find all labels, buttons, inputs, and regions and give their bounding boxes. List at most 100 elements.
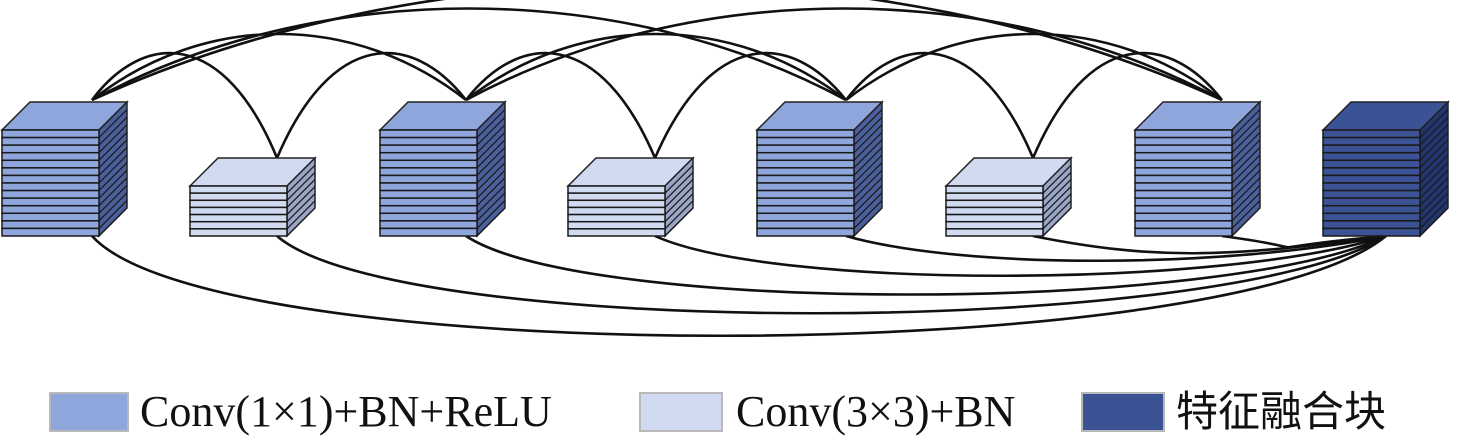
connection-top-arc <box>275 51 468 159</box>
block-layer <box>1134 212 1233 222</box>
block-layer-edge <box>1419 116 1449 146</box>
block-layer <box>1 151 100 162</box>
block-layer <box>567 199 666 209</box>
block-layer <box>1322 129 1421 139</box>
connection-fusion-curve <box>1032 234 1387 255</box>
block-conv1x1 <box>1133 100 1262 238</box>
block-layer-edge <box>1042 164 1072 194</box>
block-layer <box>945 185 1044 194</box>
block-layer <box>379 220 478 230</box>
connection-top-arc <box>844 51 1035 159</box>
block-layer <box>379 136 478 146</box>
block-layer <box>567 220 666 230</box>
block-layer-edge <box>1042 186 1072 215</box>
block-layer-edge <box>1419 169 1449 199</box>
block-layer <box>945 228 1044 237</box>
block-layer-edge <box>853 131 883 161</box>
block-layer <box>1134 220 1233 230</box>
block-layer <box>1134 204 1233 215</box>
block-layer <box>1134 197 1233 207</box>
block-layer <box>1 197 100 207</box>
block-layer <box>1134 174 1233 184</box>
block-layer-edge <box>1419 139 1449 169</box>
block-layer-edge <box>853 116 883 146</box>
block-layer <box>945 192 1044 202</box>
block-layer <box>756 129 855 139</box>
block-layer <box>189 206 288 216</box>
block-layer-edge <box>1231 116 1261 146</box>
block-layer-edge <box>286 193 316 223</box>
connection-skip-arc <box>465 7 1223 102</box>
block-layer <box>756 167 855 177</box>
block-layer-edge <box>98 116 128 146</box>
block-layer-edge <box>476 207 506 237</box>
block-layer <box>1 174 100 184</box>
block-layer <box>379 212 478 222</box>
block-layer-edge <box>98 207 128 237</box>
block-layer <box>756 159 855 169</box>
block-layer <box>1 220 100 230</box>
block-layer-edge <box>1419 131 1449 161</box>
block-layer <box>1134 182 1233 192</box>
block-layer <box>1 167 100 177</box>
block-layer <box>1 129 100 139</box>
connection-skip-arc <box>845 32 1223 102</box>
block-layer-edge <box>1231 200 1261 229</box>
block-layer <box>567 228 666 237</box>
block-layer <box>1322 174 1421 184</box>
block-layer-edge <box>98 109 128 138</box>
legend-swatch-fusion <box>1081 392 1165 432</box>
block-layer-edge <box>853 109 883 138</box>
connection-fusion-curve <box>845 234 1387 263</box>
block-layer <box>1134 189 1233 199</box>
block-layer-edge <box>1419 200 1449 229</box>
block-layer <box>756 182 855 192</box>
block-conv3x3 <box>944 156 1073 238</box>
block-layer-edge <box>1042 207 1072 237</box>
block-layer <box>1322 167 1421 177</box>
block-layer-edge <box>853 147 883 176</box>
block-layer <box>379 174 478 184</box>
legend: Conv(1×1)+BN+ReLU Conv(3×3)+BN 特征融合块 <box>49 387 1386 436</box>
block-layer-edge <box>476 131 506 161</box>
connection-skip-arc <box>91 0 1223 102</box>
block-layer <box>756 227 855 237</box>
block-layer <box>756 144 855 154</box>
block-layer <box>1 189 100 199</box>
block-layer <box>756 189 855 199</box>
block-layer-edge <box>1231 154 1261 184</box>
block-layer <box>567 206 666 216</box>
block-layer-edge <box>1419 207 1449 237</box>
connection-fusion-curve <box>654 234 1387 278</box>
block-layer <box>756 197 855 207</box>
block-layer <box>1 182 100 192</box>
block-layer-edge <box>1231 169 1261 199</box>
block-layer <box>379 167 478 177</box>
block-layer <box>756 220 855 230</box>
block-layer <box>379 189 478 199</box>
block-layer-edge <box>853 139 883 169</box>
block-layer <box>189 192 288 202</box>
block-layer <box>567 213 666 223</box>
block-layer <box>1134 136 1233 146</box>
block-layer <box>1 227 100 237</box>
block-layer-edge <box>1231 184 1261 214</box>
connection-fusion-curve <box>91 234 1387 338</box>
block-layer <box>189 213 288 223</box>
block-layer-edge <box>853 154 883 184</box>
block-layer-edge <box>98 184 128 214</box>
block-layer-edge <box>1419 162 1449 191</box>
legend-swatch-conv3x3 <box>639 392 723 432</box>
block-layer <box>1134 144 1233 154</box>
block-layer-edge <box>1419 192 1449 222</box>
block-layer-edge <box>476 154 506 184</box>
block-layer <box>1322 212 1421 222</box>
block-layer-edge <box>1419 184 1449 214</box>
block-layer-edge <box>1231 192 1261 222</box>
block-conv1x1 <box>0 100 129 238</box>
block-layer <box>756 212 855 222</box>
block-layer <box>379 197 478 207</box>
connection-top-arc <box>90 51 279 159</box>
block-layer-edge <box>1231 177 1261 207</box>
